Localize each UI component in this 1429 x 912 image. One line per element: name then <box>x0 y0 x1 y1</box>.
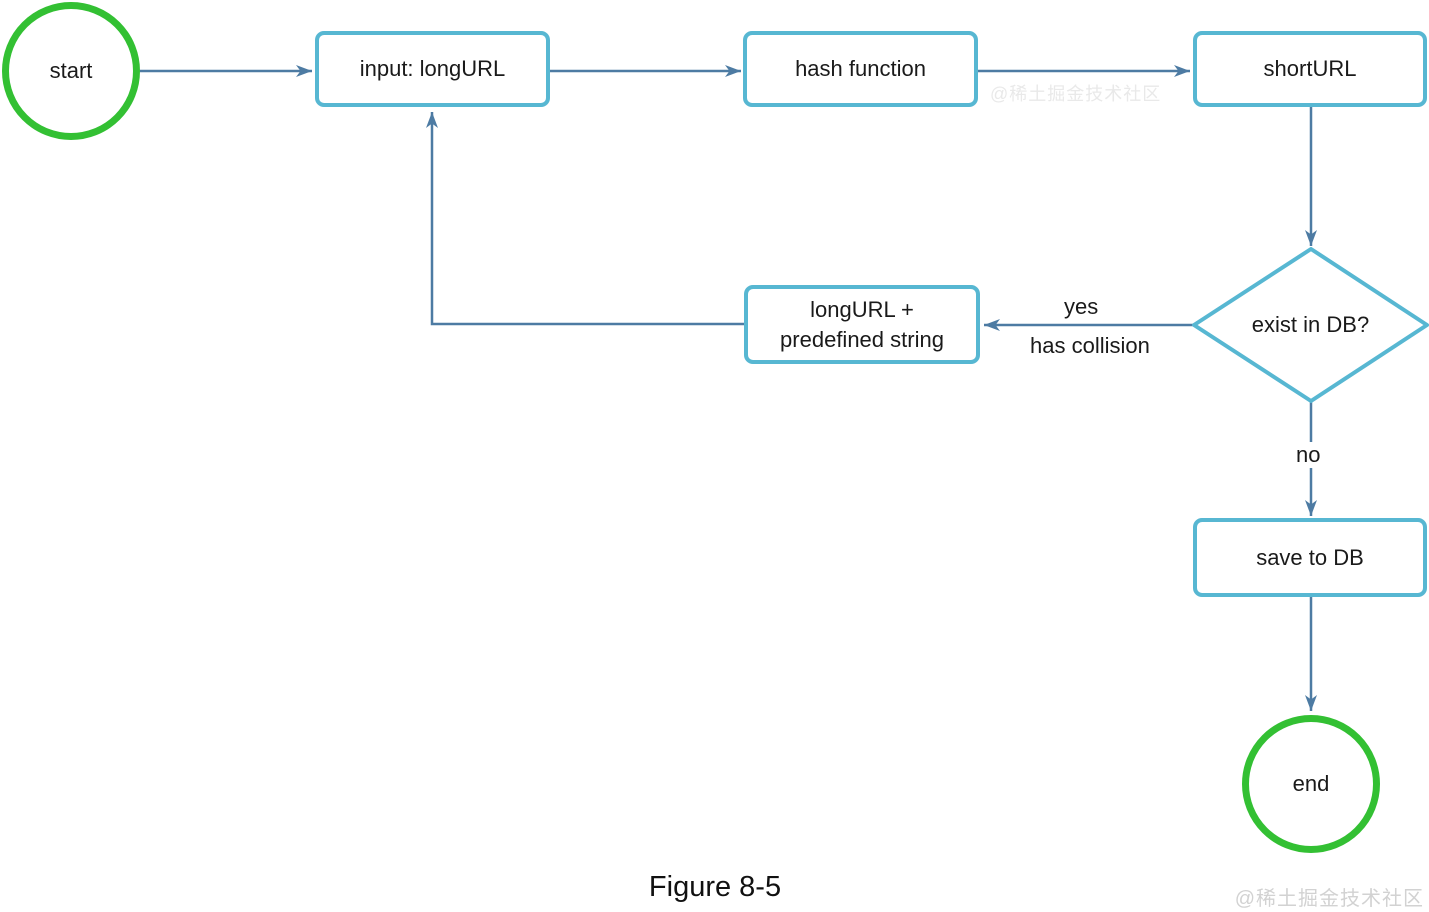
node-exist-in-db: exist in DB? <box>1192 247 1429 403</box>
edge-label-has-collision: has collision <box>1026 333 1154 359</box>
node-start-label: start <box>49 58 93 83</box>
edge-label-yes: yes <box>1060 294 1103 320</box>
diamond-shape <box>1192 247 1429 403</box>
node-start: start <box>2 2 140 140</box>
node-save-to-db: save to DB <box>1193 518 1427 597</box>
node-longurl-predefined-line1: longURL + <box>810 296 914 322</box>
watermark: @稀土掘金技术社区 <box>1234 888 1424 910</box>
node-input-longurl: input: longURL <box>315 31 550 107</box>
node-save-to-db-label: save to DB <box>1256 544 1364 570</box>
node-shorturl: shortURL <box>1193 31 1427 107</box>
node-shorturl-label: shortURL <box>1263 56 1357 82</box>
edge-predefined-to-input <box>426 112 744 326</box>
faint-watermark: @稀土掘金技术社区 <box>990 84 1162 104</box>
node-longurl-predefined: longURL + predefined string <box>744 285 980 364</box>
figure-caption: Figure 8-5 <box>648 871 782 903</box>
node-end-label: end <box>1292 771 1330 796</box>
node-hash-function: hash function <box>743 31 978 107</box>
node-end: end <box>1242 715 1380 853</box>
node-hash-function-label: hash function <box>795 56 926 82</box>
node-longurl-predefined-line2: predefined string <box>780 326 944 352</box>
node-input-longurl-label: input: longURL <box>359 56 506 82</box>
node-exist-in-db-label: exist in DB? <box>1251 312 1370 337</box>
edge-label-no: no <box>1292 442 1325 468</box>
